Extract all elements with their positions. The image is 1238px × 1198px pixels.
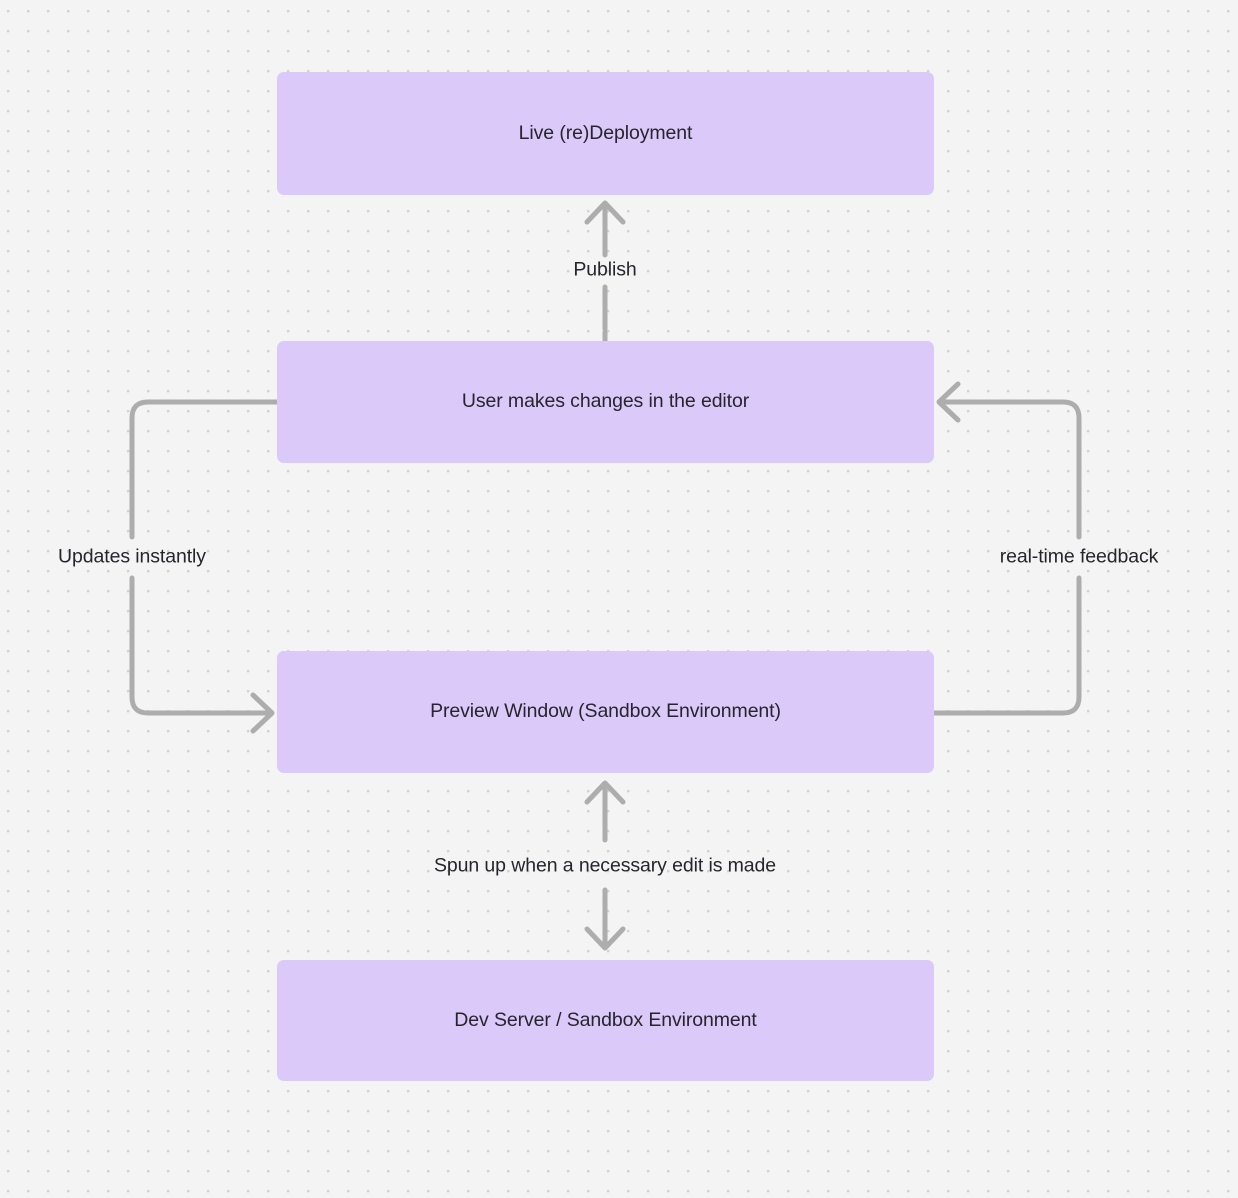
edge-label-spun-up: Spun up when a necessary edit is made: [433, 854, 777, 877]
node-live-deployment-label: Live (re)Deployment: [518, 121, 693, 144]
edge-label-real-time-feedback: real-time feedback: [999, 545, 1159, 568]
edge-label-publish: Publish: [573, 258, 637, 281]
arrowhead-right-updates: [250, 692, 275, 734]
edge-label-updates-instantly: Updates instantly: [58, 545, 206, 568]
arrowhead-left-feedback: [936, 381, 961, 423]
arrowhead-down-spun: [584, 926, 626, 951]
node-user-edits[interactable]: User makes changes in the editor: [277, 341, 934, 463]
node-user-edits-label: User makes changes in the editor: [461, 390, 750, 413]
arrowhead-up-publish: [584, 200, 626, 225]
node-dev-server[interactable]: Dev Server / Sandbox Environment: [277, 960, 934, 1081]
node-dev-server-label: Dev Server / Sandbox Environment: [454, 1008, 757, 1031]
node-preview-window[interactable]: Preview Window (Sandbox Environment): [277, 651, 934, 773]
arrowhead-up-spun: [584, 780, 626, 805]
node-preview-window-label: Preview Window (Sandbox Environment): [430, 700, 781, 723]
node-live-deployment[interactable]: Live (re)Deployment: [277, 72, 934, 195]
